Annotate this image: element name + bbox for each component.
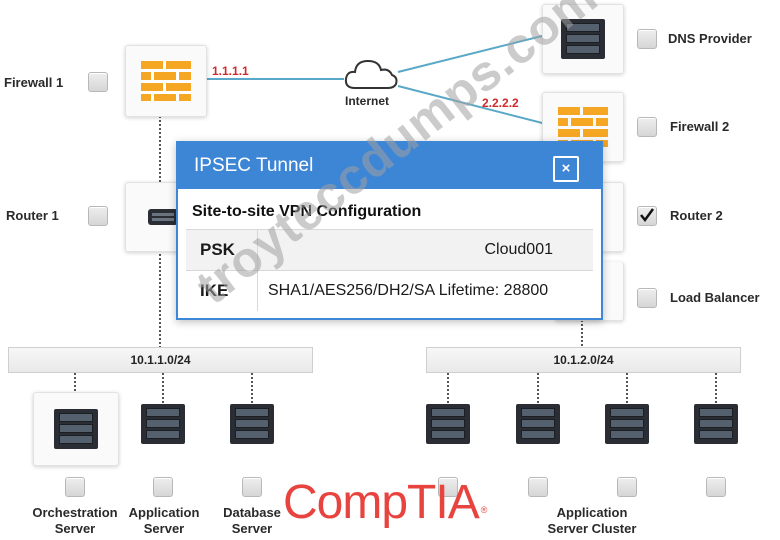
firewall2-label: Firewall 2 [670, 119, 730, 134]
router2-label: Router 2 [670, 208, 723, 223]
link-internet-dns [397, 35, 543, 73]
cluster-server-icon-4[interactable] [694, 404, 738, 444]
firewall1-tile[interactable] [125, 45, 207, 117]
cluster-server-icon-2[interactable] [516, 404, 560, 444]
application-server-icon[interactable] [141, 404, 185, 444]
server-icon [54, 409, 98, 449]
dns-provider-checkbox[interactable] [637, 29, 657, 49]
load-balancer-label: Load Balancer [670, 290, 760, 305]
dialog-subtitle: Site-to-site VPN Configuration [192, 203, 422, 220]
config-row-psk: PSK Cloud001 [186, 229, 593, 270]
config-key: IKE [186, 271, 258, 311]
load-balancer-checkbox[interactable] [637, 288, 657, 308]
dns-provider-tile[interactable] [542, 4, 624, 74]
dialog-header: IPSEC Tunnel × [178, 143, 601, 189]
dialog-title: IPSEC Tunnel [194, 155, 314, 176]
config-row-ike: IKE SHA1/AES256/DH2/SA Lifetime: 28800 [186, 270, 593, 311]
cluster-server-icon-1[interactable] [426, 404, 470, 444]
firewall1-label: Firewall 1 [4, 75, 64, 90]
close-button[interactable]: × [553, 156, 579, 182]
cluster-server-checkbox-4[interactable] [706, 477, 726, 497]
firewall-icon [141, 61, 191, 101]
cluster-server-checkbox-1[interactable] [438, 477, 458, 497]
checkmark-icon [640, 208, 655, 223]
firewall1-checkbox[interactable] [88, 72, 108, 92]
router1-checkbox[interactable] [88, 206, 108, 226]
router2-checkbox[interactable] [637, 206, 657, 226]
internet-label: Internet [345, 94, 390, 108]
cluster-server-icon-3[interactable] [605, 404, 649, 444]
router1-label: Router 1 [6, 208, 59, 223]
ipsec-tunnel-dialog: IPSEC Tunnel × Site-to-site VPN Configur… [176, 141, 603, 320]
orchestration-server-tile[interactable] [33, 392, 119, 466]
router-icon [148, 209, 178, 225]
dns-provider-label: DNS Provider [668, 31, 752, 46]
config-key: PSK [186, 230, 258, 270]
application-server-checkbox[interactable] [153, 477, 173, 497]
cloud-icon [344, 59, 398, 89]
subnet-left: 10.1.1.0/24 [8, 347, 313, 373]
cluster-server-checkbox-2[interactable] [528, 477, 548, 497]
server-icon [561, 19, 605, 59]
firewall2-checkbox[interactable] [637, 117, 657, 137]
comptia-logo: CompTIA® [283, 476, 487, 529]
database-server-checkbox[interactable] [242, 477, 262, 497]
link-internet-fw2 [397, 85, 551, 126]
subnet-right: 10.1.2.0/24 [426, 347, 741, 373]
config-value: Cloud001 [484, 241, 554, 258]
firewall1-ip: 1.1.1.1 [212, 64, 249, 78]
orchestration-server-checkbox[interactable] [65, 477, 85, 497]
firewall2-ip: 2.2.2.2 [482, 96, 519, 110]
cluster-server-checkbox-3[interactable] [617, 477, 637, 497]
database-server-icon[interactable] [230, 404, 274, 444]
config-value: SHA1/AES256/DH2/SA Lifetime: 28800 [268, 282, 549, 299]
